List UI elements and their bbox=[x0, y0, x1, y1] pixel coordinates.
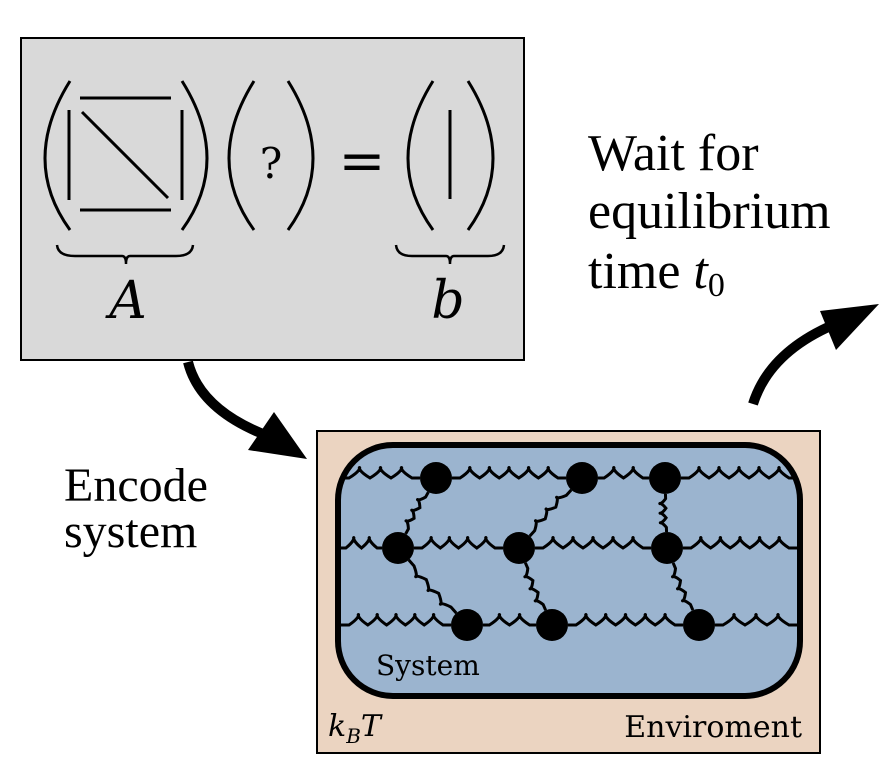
bead bbox=[451, 609, 483, 641]
vector-underbrace bbox=[394, 244, 506, 265]
bead bbox=[566, 462, 598, 494]
wait-line-1: Wait for bbox=[588, 125, 759, 182]
horizontal-spring bbox=[715, 613, 797, 627]
coupling-spring bbox=[523, 562, 548, 611]
boltzmann-sub: B bbox=[345, 724, 361, 748]
bead bbox=[649, 462, 681, 494]
matrix-left-paren bbox=[43, 80, 72, 231]
wait-line-3: time t0 bbox=[588, 243, 831, 303]
wait-time-sub: 0 bbox=[707, 267, 725, 304]
matrix-right-paren bbox=[180, 80, 209, 231]
encode-label: Encode system bbox=[64, 462, 208, 556]
bead bbox=[420, 462, 452, 494]
bead bbox=[683, 609, 715, 641]
coupling-spring bbox=[670, 562, 695, 611]
wait-arrowhead bbox=[820, 304, 879, 350]
bead bbox=[503, 532, 535, 564]
horizontal-spring bbox=[681, 466, 797, 480]
horizontal-spring bbox=[341, 613, 451, 627]
matrix-underbrace bbox=[55, 244, 195, 265]
horizontal-spring bbox=[341, 536, 382, 550]
encode-arrow bbox=[183, 360, 307, 459]
horizontal-spring bbox=[483, 613, 536, 627]
wait-time-text: time bbox=[588, 243, 694, 300]
boltzmann-k: k bbox=[328, 709, 346, 744]
coupling-spring bbox=[407, 558, 458, 615]
horizontal-spring bbox=[568, 613, 683, 627]
encode-line-1: Encode bbox=[64, 459, 208, 512]
horizontal-spring bbox=[341, 466, 420, 480]
temperature-label: kBT bbox=[328, 709, 383, 748]
coupling-spring bbox=[528, 488, 573, 538]
horizontal-spring bbox=[452, 466, 566, 480]
wait-line-2: equilibrium bbox=[588, 183, 831, 240]
vector-left-paren bbox=[406, 80, 435, 231]
horizontal-spring bbox=[598, 466, 649, 480]
wait-label: Wait for equilibrium time t0 bbox=[588, 125, 831, 303]
wait-arrow bbox=[748, 304, 879, 406]
encode-arrowhead bbox=[248, 412, 307, 459]
environment-box: System Enviroment kBT bbox=[316, 430, 821, 754]
encode-line-2: system bbox=[64, 505, 198, 558]
equation-box: ? = A b bbox=[20, 37, 525, 361]
unknown-left-paren bbox=[227, 80, 256, 231]
bead bbox=[382, 532, 414, 564]
matrix-glyph bbox=[67, 96, 184, 212]
horizontal-spring bbox=[535, 536, 651, 550]
bead bbox=[536, 609, 568, 641]
equation-box-background bbox=[20, 37, 525, 361]
bead bbox=[651, 532, 683, 564]
unknown-symbol: ? bbox=[260, 139, 283, 188]
coupling-spring bbox=[404, 491, 430, 535]
temperature-T: T bbox=[361, 709, 383, 744]
horizontal-spring bbox=[683, 536, 797, 550]
spring-network bbox=[341, 462, 797, 641]
vector-right-paren bbox=[466, 80, 495, 231]
unknown-right-paren bbox=[286, 80, 315, 231]
coupling-spring bbox=[658, 493, 669, 533]
system-label: System bbox=[376, 649, 480, 682]
vector-label: b bbox=[431, 271, 464, 331]
matrix-label: A bbox=[105, 271, 147, 331]
horizontal-spring bbox=[414, 536, 503, 550]
equals-symbol: = bbox=[339, 129, 386, 194]
environment-label: Enviroment bbox=[624, 710, 802, 745]
wait-time-var: t bbox=[693, 243, 708, 300]
